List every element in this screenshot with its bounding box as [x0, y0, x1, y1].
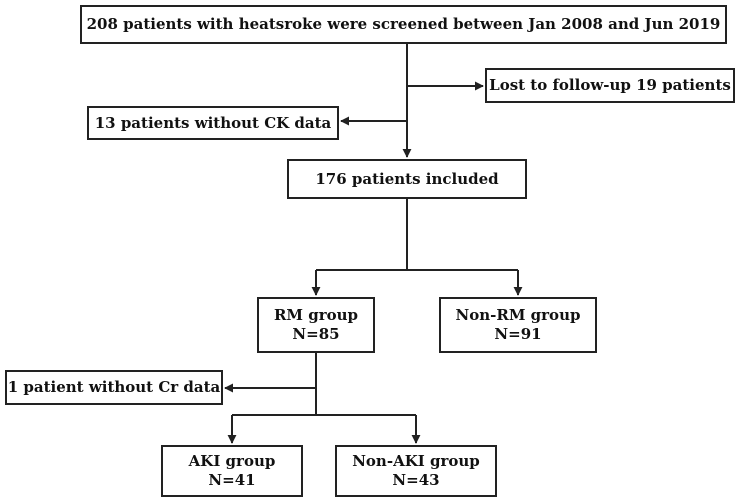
rm-group-box: RM group N=85 — [257, 297, 375, 353]
non-aki-group-label: Non-AKI group — [352, 452, 480, 470]
non-aki-group-box: Non-AKI group N=43 — [335, 445, 497, 497]
lost-to-follow-up-box: Lost to follow-up 19 patients — [485, 68, 735, 103]
non-rm-group-count: N=91 — [494, 325, 542, 343]
lost-to-follow-up-text: Lost to follow-up 19 patients — [489, 76, 731, 94]
aki-group-count: N=41 — [208, 471, 256, 489]
screened-patients-box: 208 patients with heatsroke were screene… — [80, 5, 727, 44]
patients-included-box: 176 patients included — [287, 159, 527, 199]
rm-group-label: RM group — [273, 306, 359, 324]
aki-group-label: AKI group — [188, 452, 276, 470]
non-rm-group-label: Non-RM group — [455, 306, 581, 324]
without-cr-data-box: 1 patient without Cr data — [5, 370, 223, 405]
aki-group-box: AKI group N=41 — [161, 445, 303, 497]
non-aki-group-count: N=43 — [392, 471, 440, 489]
screened-patients-text: 208 patients with heatsroke were screene… — [86, 15, 721, 33]
rm-group-count: N=85 — [292, 325, 340, 343]
non-rm-group-box: Non-RM group N=91 — [439, 297, 597, 353]
patients-included-text: 176 patients included — [315, 169, 499, 188]
without-ck-data-text: 13 patients without CK data — [94, 113, 332, 132]
without-ck-data-box: 13 patients without CK data — [87, 106, 339, 140]
without-cr-data-text: 1 patient without Cr data — [7, 378, 221, 396]
